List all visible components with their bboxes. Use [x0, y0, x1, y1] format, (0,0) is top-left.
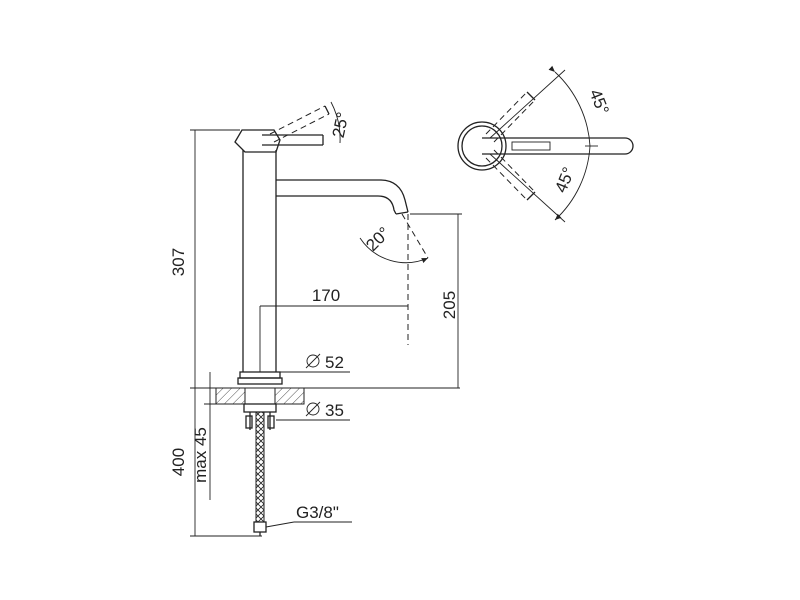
- mounting-hose: [243, 403, 277, 536]
- dim-handle-rotation-up: 45°: [585, 86, 612, 117]
- dim-spout-reach: 170: [312, 286, 340, 305]
- lever-handle: [234, 101, 341, 153]
- top-view: 45° 45°: [457, 65, 634, 223]
- countertop: [215, 387, 305, 405]
- dim-hole-diameter: 35: [325, 401, 344, 420]
- dim-spout-outlet-angle: 20°: [362, 223, 394, 255]
- dim-connection-thread: G3/8": [296, 503, 339, 522]
- dim-handle-rotation-down: 45°: [551, 164, 578, 195]
- dimension-lines: [190, 129, 462, 537]
- dim-handle-tilt-angle: 25°: [329, 110, 353, 139]
- side-view: 307 400 max 45 170 205 52 35 G3/8" 25° 2…: [169, 101, 462, 537]
- dim-body-diameter: 52: [325, 353, 344, 372]
- faucet-body: [237, 150, 283, 385]
- dim-hose-length: 400: [169, 448, 188, 476]
- dim-total-height: 307: [169, 248, 188, 276]
- spout: [276, 179, 429, 345]
- dim-spout-height: 205: [440, 291, 459, 319]
- dim-max-deck-thickness: max 45: [191, 427, 210, 483]
